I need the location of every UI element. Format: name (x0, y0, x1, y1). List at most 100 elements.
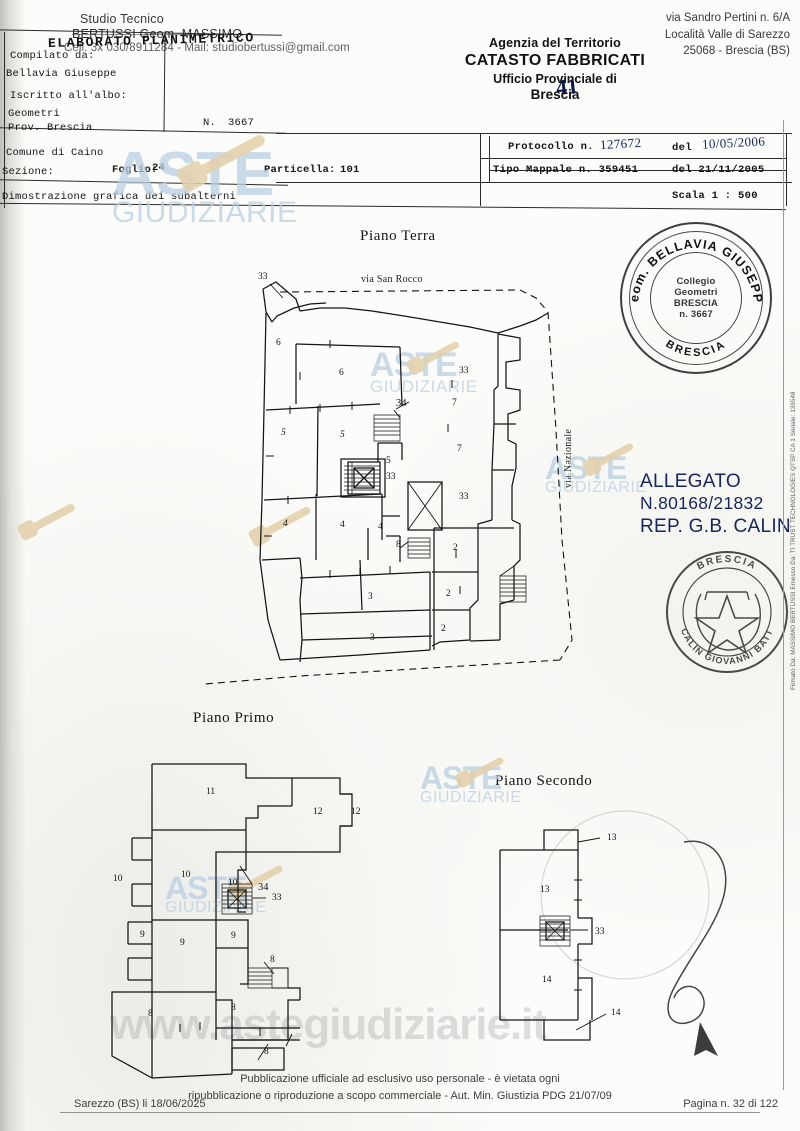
prov-label: Prov. Brescia (8, 122, 93, 134)
margin-divider-line (783, 120, 784, 1090)
unit-label: 34 (396, 398, 407, 409)
compilato-value: Bellavia Giuseppe (6, 68, 117, 80)
agency-heading: Agenzia del Territorio CATASTO FABBRICAT… (430, 36, 680, 102)
foglio-label: Foglio: (112, 164, 158, 176)
unit-label: 11 (206, 787, 216, 797)
agency-address-line3: 25068 - Brescia (BS) (683, 45, 790, 58)
piano-secondo-title: Piano Secondo (495, 773, 593, 789)
agency-address: via Sandro Pertini n. 6/A Località Valle… (665, 10, 790, 60)
unit-label: 5 (281, 428, 286, 438)
notary-stamp-graphic: BRESCIA CALIN GIOVANNI BATT (666, 551, 788, 673)
agency-line2: CATASTO FABBRICATI (464, 52, 646, 69)
watermark-url: www.astegiudiziarie.it (110, 1000, 547, 1049)
unit-label: 8 (231, 1003, 236, 1013)
agency-address-line2: Località Valle di Sarezzo (664, 28, 790, 41)
unit-label: 8 (270, 955, 275, 965)
unit-label: 33 (459, 492, 469, 502)
street-label-san-rocco: via San Rocco (361, 274, 423, 285)
iscritto-value: Geometri (8, 108, 61, 120)
footer-notice-line2: ripubblicazione o riproduzione a scopo c… (188, 1090, 612, 1102)
unit-label: 2 (453, 543, 458, 553)
unit-label: 2 (446, 589, 451, 599)
unit-label: 33 (258, 272, 268, 282)
unit-label: 12 (313, 807, 323, 817)
unit-label: 7 (457, 444, 462, 454)
agency-address-line1: via Sandro Pertini n. 6/A (665, 12, 790, 24)
unit-label: 9 (180, 938, 185, 948)
studio-name-line2: BERTUSSI Geom. MASSIMO (72, 27, 243, 41)
studio-contact: Cell. 3x 030/8911284 - Mail: studiobertu… (64, 42, 350, 54)
watermark-aste-3: ASTE GIUDIZIARIE (545, 450, 647, 497)
unit-label: 2 (441, 624, 446, 634)
protocollo-del-label: del (672, 142, 692, 154)
unit-label: 10 (113, 874, 123, 884)
mappale-del: del 21/11/2005 (672, 164, 765, 176)
compilato-label: Compilato da: (10, 50, 95, 62)
stamp-inner-text: Collegio Geometri BRESCIA n. 3667 (650, 252, 742, 344)
agency-line1: Agenzia del Territorio (489, 36, 621, 50)
unit-label: 9 (140, 930, 145, 940)
comune-label: Comune di Caino (6, 147, 104, 159)
unit-label: 8 (148, 1009, 153, 1019)
unit-label: 14 (611, 1008, 621, 1018)
form-rule-5 (276, 182, 792, 183)
stamp-inner-line2: Geometri (674, 286, 718, 298)
unit-label: 13 (607, 833, 617, 843)
stamp-inner-line3: BRESCIA (673, 298, 719, 309)
watermark-brand-bottom: GIUDIZIARIE (165, 899, 267, 917)
piano-terra-title: Piano Terra (360, 228, 436, 244)
footer-notice-line1: Pubblicazione ufficiale ad esclusivo uso… (240, 1073, 560, 1085)
unit-label: 8 (264, 1047, 269, 1057)
form-vrule-left (4, 32, 5, 208)
stamp-outer-ring (620, 222, 772, 374)
unit-label: 13 (540, 885, 550, 895)
unit-label: 3 (370, 633, 375, 643)
watermark-brand-bottom: GIUDIZIARIE (545, 479, 647, 497)
dimostrazione-label: Dimostrazione grafica dei subalterni (2, 191, 237, 203)
unit-label: 8 (396, 540, 401, 550)
form-rule-3 (0, 202, 786, 211)
allegato-line3: REP. G.B. CALIN (640, 515, 791, 537)
watermark-brand-top: ASTE (545, 450, 627, 486)
unit-label: 34 (258, 882, 269, 893)
form-vrule-proto-inner (489, 136, 490, 182)
footer-page-number: Pagina n. 32 di 122 (683, 1098, 778, 1110)
unit-label: 5 (386, 456, 391, 466)
particella-value: 101 (340, 164, 360, 176)
allegato-line2: N.80168/21832 (640, 493, 764, 514)
notary-stamp: BRESCIA CALIN GIOVANNI BATT (663, 548, 791, 676)
agency-line3: Ufficio Provinciale di (493, 72, 617, 86)
form-vrule-proto (480, 133, 481, 206)
form-rule-4 (276, 133, 792, 134)
surveyor-stamp: Geom. BELLAVIA GIUSEPPE BRESCIA Collegio… (620, 222, 772, 374)
sezione-label: Sezione: (2, 166, 55, 178)
street-label-nazionale: via Nazionale (563, 428, 574, 488)
form-rule-proto-mid2 (489, 170, 786, 171)
albo-n-label: N. (203, 117, 217, 129)
allegato-annotation: ALLEGATO N.80168/21832 REP. G.B. CALIN (640, 470, 791, 538)
unit-label: 6 (339, 368, 344, 378)
watermark-aste-4: ASTE GIUDIZIARIE (165, 872, 267, 917)
allegato-line1: ALLEGATO (640, 471, 741, 492)
unit-label: 4 (378, 522, 383, 532)
notary-arc-bottom: CALIN GIOVANNI BATT (679, 627, 774, 666)
unit-label: 33 (272, 893, 282, 903)
footer-rule (60, 1112, 760, 1113)
unit-label: 33 (459, 366, 469, 376)
mappale-label: Tipo Mappale n. 359451 (493, 164, 639, 176)
stamp-inner-line1: Collegio (676, 275, 716, 287)
unit-label: 33 (386, 472, 396, 482)
unit-label: 6 (276, 338, 281, 348)
unit-label: 10 (228, 878, 238, 888)
unit-label: 7 (452, 398, 457, 408)
stamp-second-ring (629, 231, 763, 365)
unit-label: 5 (340, 430, 345, 440)
unit-label: 4 (283, 519, 288, 529)
digital-signature-margin-note: Firmato Da: MASSIMO BERTUSSI Emesso Da: … (790, 391, 797, 690)
form-vrule-1 (163, 33, 166, 133)
watermark-brand-bottom: GIUDIZIARIE (370, 376, 478, 396)
particella-label: Particella: (264, 164, 336, 176)
unit-label: 10 (181, 870, 191, 880)
form-rule-proto-mid (480, 158, 786, 159)
